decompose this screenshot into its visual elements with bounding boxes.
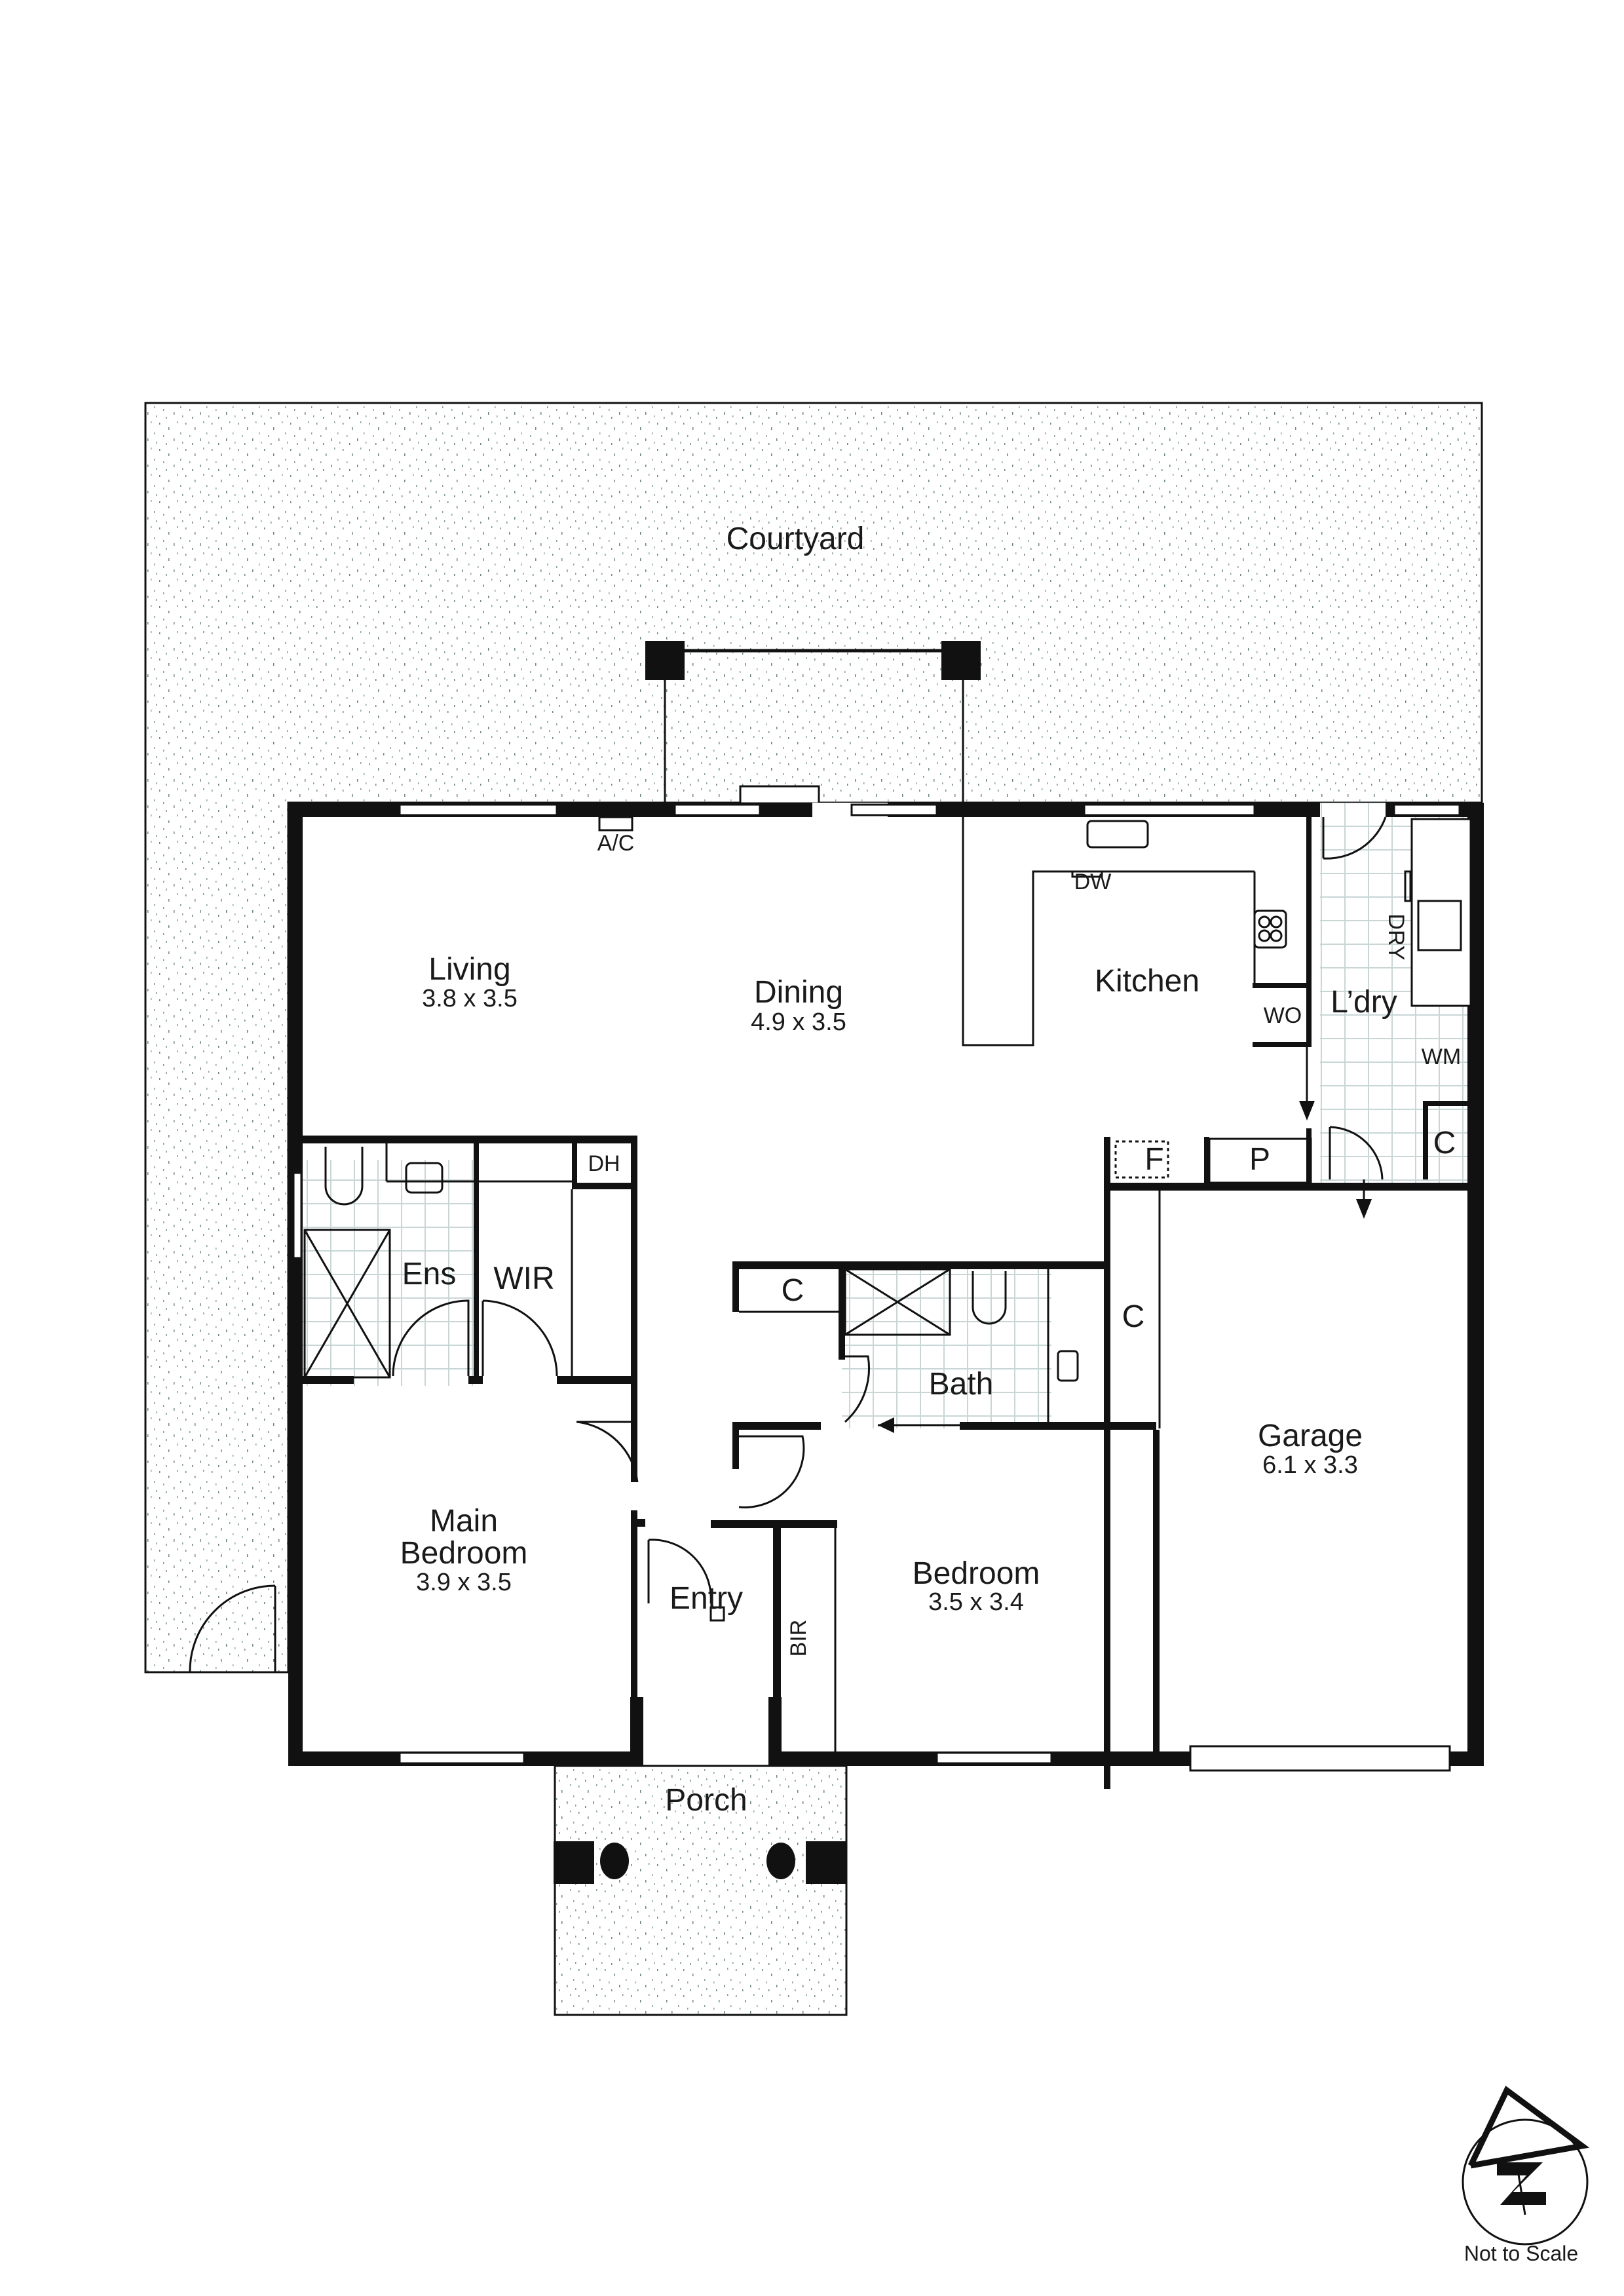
bath-label: Bath bbox=[929, 1367, 994, 1402]
kitchen-joinery bbox=[962, 816, 1312, 1047]
bedroom-door bbox=[738, 1435, 805, 1508]
front-door bbox=[647, 1539, 712, 1604]
pergola-post-right bbox=[941, 641, 981, 680]
pantry-label: P bbox=[1249, 1142, 1270, 1177]
main-bedroom-dims: 3.9 x 3.5 bbox=[416, 1569, 512, 1596]
laundry-cupboard-label: C bbox=[1433, 1126, 1456, 1160]
bedroom-walls bbox=[711, 1430, 1160, 1754]
main-bedroom-door bbox=[576, 1421, 639, 1483]
dw-label: DW bbox=[1074, 870, 1112, 894]
porch-column-left bbox=[600, 1843, 629, 1879]
side-gate bbox=[189, 1584, 276, 1673]
windows-top bbox=[398, 785, 1461, 817]
laundry-tub-icon bbox=[1417, 900, 1462, 951]
entry-label: Entry bbox=[670, 1581, 743, 1616]
ensuite-wir-walls bbox=[288, 1136, 637, 1384]
bath-tiles bbox=[842, 1268, 1051, 1428]
ac-unit bbox=[598, 816, 633, 832]
kitchen-storage bbox=[1104, 1128, 1484, 1789]
toilet-icon bbox=[972, 1271, 1007, 1325]
garage-dims: 6.1 x 3.3 bbox=[1262, 1451, 1358, 1479]
dining-dims: 4.9 x 3.5 bbox=[751, 1008, 846, 1036]
porch-post-right bbox=[806, 1841, 846, 1884]
bedroom-label: Bedroom bbox=[913, 1556, 1040, 1591]
wir-label: WIR bbox=[493, 1261, 554, 1296]
arrow-down-icon bbox=[1356, 1199, 1372, 1219]
ensuite-label: Ens bbox=[402, 1257, 457, 1292]
toilet-icon bbox=[324, 1147, 364, 1206]
bedroom-dims: 3.5 x 3.4 bbox=[928, 1588, 1024, 1616]
north-compass-icon bbox=[1462, 2086, 1590, 2246]
ac-label: A/C bbox=[597, 831, 635, 856]
porch-post-left bbox=[554, 1841, 594, 1884]
dining-label: Dining bbox=[754, 975, 843, 1010]
laundry-label: L’dry bbox=[1331, 985, 1397, 1020]
basin-icon bbox=[405, 1162, 444, 1194]
arrow-left-icon bbox=[878, 1417, 894, 1433]
hall-cupboard-label: C bbox=[782, 1273, 804, 1308]
garage-label: Garage bbox=[1258, 1419, 1363, 1453]
basin-icon bbox=[1057, 1350, 1079, 1382]
bedroom-window bbox=[935, 1751, 1053, 1765]
bath-walls bbox=[732, 1261, 1156, 1433]
garage-cupboard-label: C bbox=[1122, 1299, 1145, 1334]
laundry-fixtures bbox=[1299, 816, 1472, 1219]
sink-icon bbox=[1086, 820, 1149, 849]
ensuite-window bbox=[292, 1172, 303, 1259]
porch-area bbox=[554, 1765, 848, 2016]
wm-label: WM bbox=[1422, 1044, 1461, 1069]
dh-label: DH bbox=[588, 1151, 620, 1176]
dishwasher-icon bbox=[1071, 870, 1103, 878]
courtyard-label: Courtyard bbox=[727, 522, 865, 556]
arrow-down-icon bbox=[1299, 1101, 1315, 1120]
living-dims: 3.8 x 3.5 bbox=[422, 985, 518, 1012]
main-bedroom-walls bbox=[576, 1384, 725, 1697]
pergola-post-left bbox=[645, 641, 685, 680]
main-bedroom-window bbox=[398, 1751, 525, 1765]
scale-note: Not to Scale bbox=[1464, 2242, 1578, 2265]
cooktop-icon bbox=[1253, 909, 1287, 949]
dryer-label: DRY bbox=[1384, 913, 1408, 960]
fridge-label: F bbox=[1144, 1142, 1163, 1177]
shower-icon bbox=[303, 1229, 391, 1379]
porch-column-right bbox=[766, 1843, 795, 1879]
main-bedroom-label-line1: Main bbox=[430, 1504, 498, 1539]
fridge-space bbox=[1114, 1140, 1169, 1179]
kitchen-label: Kitchen bbox=[1095, 964, 1199, 999]
wo-label: WO bbox=[1264, 1003, 1302, 1028]
garage-door bbox=[1189, 1745, 1451, 1772]
bir-label: BIR bbox=[786, 1620, 811, 1657]
shower-icon bbox=[844, 1268, 951, 1336]
porch-label: Porch bbox=[665, 1783, 747, 1818]
living-label: Living bbox=[428, 952, 510, 987]
main-bedroom-label-line2: Bedroom bbox=[400, 1536, 528, 1571]
